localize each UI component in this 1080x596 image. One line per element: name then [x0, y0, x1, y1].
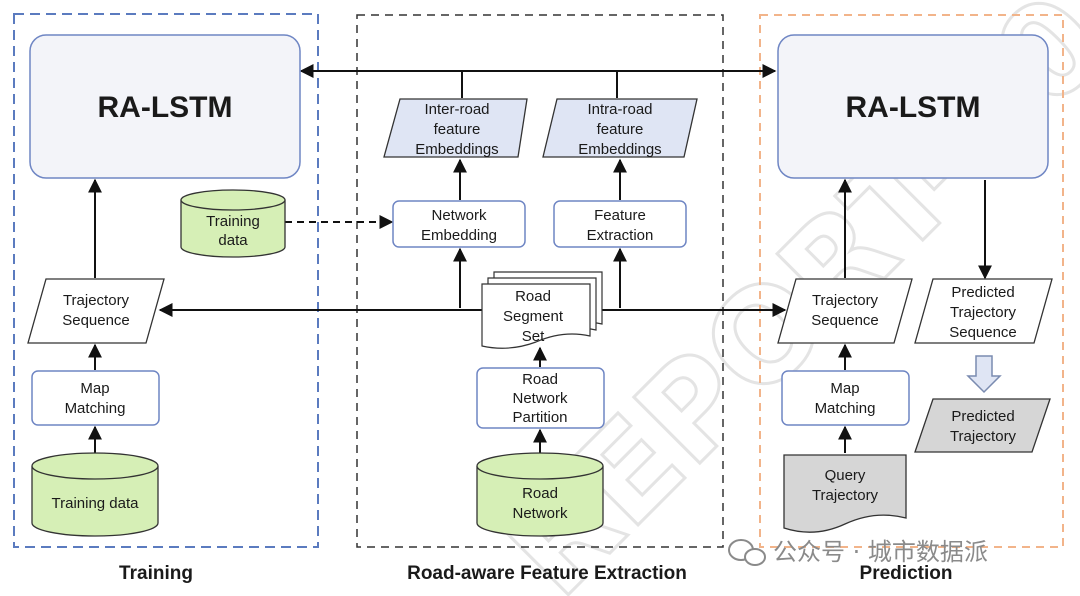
training-title: Training — [119, 563, 193, 584]
prediction-model-box: RA-LSTM — [777, 34, 1049, 179]
training-model-label: RA-LSTM — [98, 91, 233, 124]
partition-line-2: Network — [512, 390, 568, 407]
road-network-cylinder: Road Network — [476, 452, 604, 537]
feature-extraction-box: Feature Extraction — [553, 200, 687, 248]
training-data-small-line-1: Training — [206, 213, 260, 230]
predicted-trajectory-sequence: Predicted Trajectory Sequence — [914, 278, 1053, 344]
prediction-trajectory-line-2: Sequence — [811, 312, 879, 329]
predicted-sequence-line-2: Trajectory — [950, 304, 1017, 321]
intra-road-line-1: Intra-road — [587, 101, 652, 118]
query-trajectory-line-2: Trajectory — [812, 487, 879, 504]
predicted-trajectory-line-2: Trajectory — [950, 428, 1017, 445]
intra-road-line-3: Embeddings — [578, 141, 661, 158]
prediction-model-label: RA-LSTM — [846, 91, 981, 124]
prediction-map-matching-line-2: Matching — [815, 400, 876, 417]
predicted-trajectory-line-1: Predicted — [951, 408, 1014, 425]
inter-road-line-2: feature — [434, 121, 481, 138]
predicted-trajectory: Predicted Trajectory — [914, 398, 1051, 453]
road-network-line-2: Network — [512, 505, 568, 522]
training-model-box: RA-LSTM — [29, 34, 301, 179]
feature-extraction-line-2: Extraction — [587, 227, 654, 244]
chat-bubble-icon — [728, 539, 766, 566]
prediction-map-matching: Map Matching — [781, 370, 910, 426]
extraction-panel — [356, 14, 724, 548]
hollow-down-arrow-icon — [966, 355, 1002, 394]
training-map-matching: Map Matching — [31, 370, 160, 426]
road-segment-set-stack: Road Segment Set — [481, 271, 603, 349]
prediction-map-matching-line-1: Map — [830, 380, 859, 397]
intra-road-line-2: feature — [597, 121, 644, 138]
network-embedding-box: Network Embedding — [392, 200, 526, 248]
partition-line-3: Partition — [512, 409, 567, 426]
predicted-sequence-line-3: Sequence — [949, 324, 1017, 341]
query-trajectory-document: Query Trajectory — [783, 454, 907, 533]
partition-line-1: Road — [522, 371, 558, 388]
source-watermark: 公众号 · 城市数据派 — [728, 538, 988, 566]
inter-road-embeddings: Inter-road feature Embeddings — [383, 98, 528, 158]
road-segment-line-1: Road — [515, 288, 551, 305]
source-label: 公众号 · 城市数据派 — [773, 538, 988, 566]
training-trajectory-sequence: Trajectory Sequence — [27, 278, 165, 344]
training-data-small-cylinder: Training data — [180, 189, 286, 258]
prediction-panel — [759, 14, 1064, 548]
inter-road-line-1: Inter-road — [424, 101, 489, 118]
prediction-trajectory-line-1: Trajectory — [812, 292, 879, 309]
training-trajectory-line-2: Sequence — [62, 312, 130, 329]
training-map-matching-line-1: Map — [80, 380, 109, 397]
network-embedding-line-1: Network — [431, 207, 487, 224]
prediction-title: Prediction — [860, 563, 953, 584]
extraction-title: Road-aware Feature Extraction — [407, 563, 687, 584]
predicted-sequence-line-1: Predicted — [951, 284, 1014, 301]
query-trajectory-line-1: Query — [825, 467, 866, 484]
inter-road-line-3: Embeddings — [415, 141, 498, 158]
road-network-partition-box: Road Network Partition — [476, 367, 605, 429]
prediction-trajectory-sequence: Trajectory Sequence — [777, 278, 913, 344]
connectors — [88, 64, 992, 453]
training-data-cylinder: Training data — [31, 452, 159, 537]
training-map-matching-line-2: Matching — [65, 400, 126, 417]
training-trajectory-line-1: Trajectory — [63, 292, 130, 309]
intra-road-embeddings: Intra-road feature Embeddings — [542, 98, 698, 158]
network-embedding-line-2: Embedding — [421, 227, 497, 244]
road-segment-line-2: Segment — [503, 308, 564, 325]
road-network-line-1: Road — [522, 485, 558, 502]
training-data-label: Training data — [52, 495, 140, 512]
road-segment-line-3: Set — [522, 328, 545, 345]
feature-extraction-line-1: Feature — [594, 207, 646, 224]
training-data-small-line-2: data — [218, 232, 248, 249]
training-panel — [13, 13, 319, 548]
